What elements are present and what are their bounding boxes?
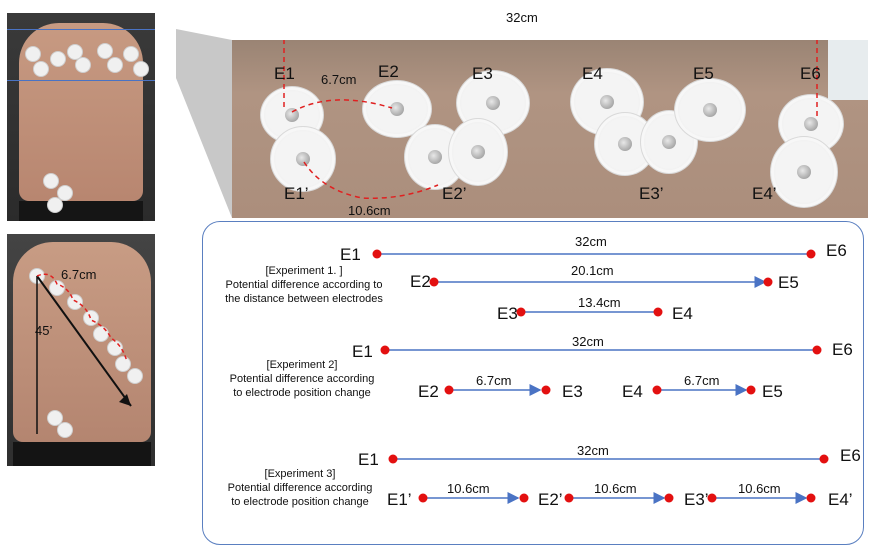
exp2-pair2-left: E4 — [622, 382, 643, 401]
diagonal-torso-photo: 6.7cm 45’ — [7, 234, 155, 466]
exp1-row2-distance: 20.1cm — [571, 263, 614, 278]
electrode-marker — [47, 197, 63, 213]
exp1-row3-right: E4 — [672, 304, 693, 323]
exp2-pair1-left: E2 — [418, 382, 439, 401]
exp3-main-distance: 32cm — [577, 443, 609, 458]
experiment2-title: [Experiment 2] — [266, 359, 338, 371]
label-e4-prime: E4’ — [752, 184, 777, 203]
exp1-row2-right: E5 — [778, 273, 799, 292]
label-e6: E6 — [800, 64, 821, 83]
experiment3-desc-line2: to electrode position change — [231, 496, 369, 508]
electrode-marker — [115, 356, 131, 372]
experiments-panel — [202, 221, 864, 545]
electrode-marker — [97, 43, 113, 59]
zoomed-chest-photo: E1 E2 E3 E4 E5 E6 6.7cm E1’ E2’ E3’ E4’ … — [232, 40, 868, 218]
electrode-marker — [49, 280, 65, 296]
exp3-chain-e3p: E3’ — [684, 490, 709, 509]
exp2-main-right: E6 — [832, 340, 853, 359]
exp3-main-right: E6 — [840, 446, 861, 465]
distance-e1p-e2p: 10.6cm — [348, 203, 391, 218]
label-e4: E4 — [582, 64, 603, 83]
electrode-marker — [75, 57, 91, 73]
side-distance-label: 6.7cm — [61, 267, 97, 282]
diagonal-annotations — [36, 273, 132, 434]
exp3-chain-distance-2: 10.6cm — [594, 481, 637, 496]
exp3-chain-distance-3: 10.6cm — [738, 481, 781, 496]
electrode-marker — [127, 368, 143, 384]
electrode-e1-prime — [270, 126, 336, 192]
experiment1-title: [Experiment 1. ] — [265, 265, 343, 277]
exp1-row1-distance: 32cm — [575, 234, 607, 249]
electrode-marker — [47, 410, 63, 426]
electrode-marker — [57, 422, 73, 438]
electrode-marker — [50, 51, 66, 67]
exp2-pair1-right: E3 — [562, 382, 583, 401]
electrode-e4-prime — [770, 136, 838, 208]
label-e3-prime: E3’ — [639, 184, 664, 203]
experiment2-desc-line2: to electrode position change — [233, 387, 371, 399]
electrode-marker — [67, 44, 83, 60]
exp3-chain-e4p: E4’ — [828, 490, 853, 509]
label-e3: E3 — [472, 64, 493, 83]
label-e5: E5 — [693, 64, 714, 83]
label-e1-prime: E1’ — [284, 184, 309, 203]
experiment1-desc-line1: Potential difference according to — [225, 279, 383, 291]
exp1-row1-left: E1 — [340, 245, 361, 264]
pants — [13, 442, 151, 466]
electrode-marker — [133, 61, 149, 77]
exp1-row3-left: E3 — [497, 304, 518, 323]
electrode-marker — [33, 61, 49, 77]
overall-distance: 32cm — [506, 10, 538, 25]
electrode-marker — [57, 185, 73, 201]
label-e2-prime: E2’ — [442, 184, 467, 203]
experiment3-desc-line1: Potential difference according — [227, 482, 373, 494]
exp3-chain-e2p: E2’ — [538, 490, 563, 509]
experiment3-description: [Experiment 3] Potential difference acco… — [205, 467, 395, 509]
exp2-pair2-distance: 6.7cm — [684, 373, 720, 388]
exp3-chain-distance-1: 10.6cm — [447, 481, 490, 496]
label-e1: E1 — [274, 64, 295, 83]
exp3-chain-e1p: E1’ — [387, 490, 412, 509]
experiment1-description: [Experiment 1. ] Potential difference ac… — [204, 264, 404, 306]
electrode-marker — [43, 173, 59, 189]
experiment1-desc-line2: the distance between electrodes — [225, 293, 383, 305]
electrode-e2-prime-b — [448, 118, 508, 186]
electrode-marker — [25, 46, 41, 62]
zoom-annotations — [283, 40, 818, 199]
electrode-e5 — [674, 78, 746, 142]
experiment2-desc-line1: Potential difference according — [229, 373, 375, 385]
experiment3-title: [Experiment 3] — [264, 468, 336, 480]
label-e2: E2 — [378, 62, 399, 81]
exp1-row3-distance: 13.4cm — [578, 295, 621, 310]
whiteboard-corner — [828, 40, 868, 100]
experiment2-description: [Experiment 2] Potential difference acco… — [207, 358, 397, 400]
electrode-marker — [123, 46, 139, 62]
electrode-marker — [107, 57, 123, 73]
exp2-main-distance: 32cm — [572, 334, 604, 349]
exp2-main-left: E1 — [352, 342, 373, 361]
angle-label: 45’ — [35, 323, 53, 338]
exp2-pair1-distance: 6.7cm — [476, 373, 512, 388]
exp3-main-left: E1 — [358, 450, 379, 469]
exp1-row1-right: E6 — [826, 241, 847, 260]
exp2-pair2-right: E5 — [762, 382, 783, 401]
exp1-row2-left: E2 — [410, 272, 431, 291]
front-torso-photo — [7, 13, 155, 221]
zoom-region-box — [7, 29, 155, 81]
distance-e1-e2: 6.7cm — [321, 72, 357, 87]
electrode-marker — [67, 294, 83, 310]
